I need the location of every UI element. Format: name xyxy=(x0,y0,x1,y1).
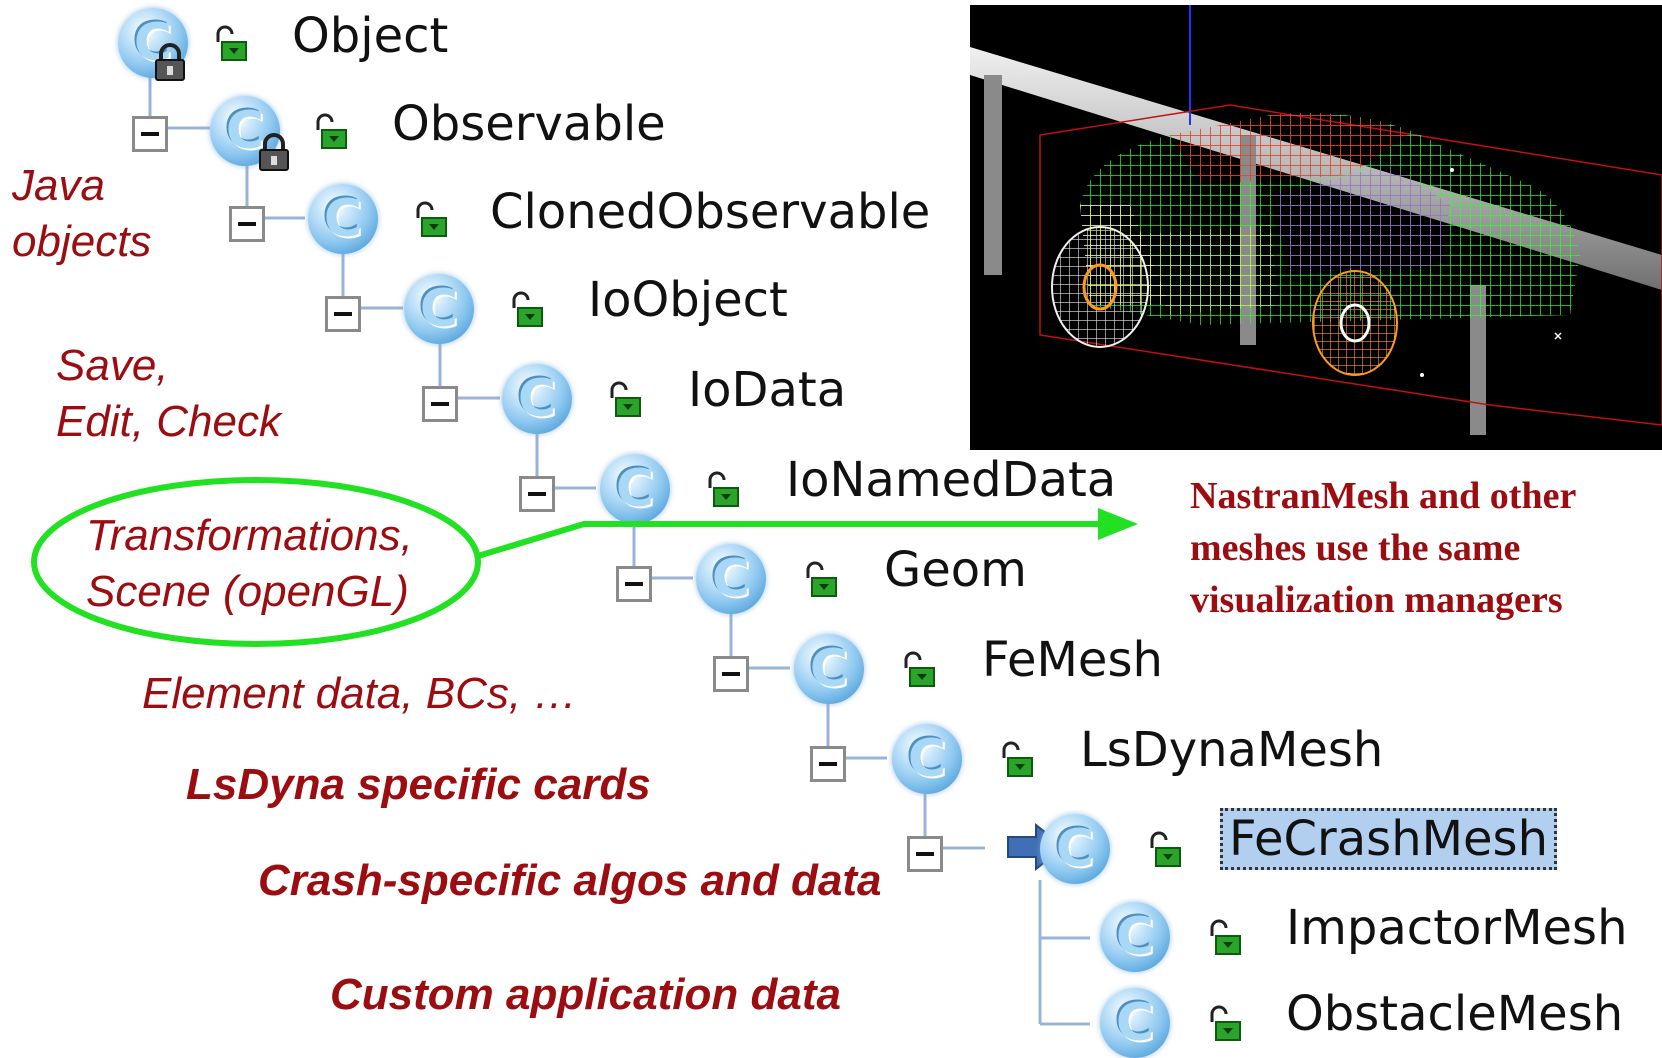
note-save-edit-check: Save, Edit, Check xyxy=(56,341,281,446)
tree-node-obstaclemesh[interactable]: ObstacleMesh xyxy=(1286,986,1624,1042)
public-access-icon xyxy=(904,651,935,687)
class-icon: C xyxy=(892,724,962,794)
collapse-toggle[interactable] xyxy=(229,206,265,242)
class-icon: C xyxy=(502,364,572,434)
tree-node-geom[interactable]: Geom xyxy=(884,542,1027,598)
collapse-toggle[interactable] xyxy=(519,476,555,512)
collapse-toggle[interactable] xyxy=(907,836,943,872)
tree-node-fecrashmesh[interactable]: FeCrashMesh xyxy=(1220,808,1557,870)
tree-node-ioobject[interactable]: IoObject xyxy=(588,272,788,328)
public-access-icon xyxy=(316,113,347,149)
public-access-icon xyxy=(216,25,247,61)
public-access-icon xyxy=(1210,919,1241,955)
public-access-icon xyxy=(1210,1005,1241,1041)
tree-node-observable[interactable]: Observable xyxy=(392,96,666,152)
collapse-toggle[interactable] xyxy=(132,116,168,152)
tree-node-object[interactable]: Object xyxy=(292,8,449,64)
public-access-icon xyxy=(1002,741,1033,777)
padlock-icon xyxy=(259,133,289,171)
public-access-icon xyxy=(610,381,641,417)
callout-nastran: NastranMesh and other meshes use the sam… xyxy=(1190,475,1577,621)
note-crash-algos: Crash-specific algos and data xyxy=(258,856,882,905)
collapse-toggle[interactable] xyxy=(810,746,846,782)
class-icon: C xyxy=(1100,902,1170,972)
class-icon: C xyxy=(118,8,188,78)
class-icon: C xyxy=(600,454,670,524)
collapse-toggle[interactable] xyxy=(325,296,361,332)
class-icon: C xyxy=(308,184,378,254)
padlock-icon xyxy=(155,43,185,81)
public-access-icon xyxy=(806,561,837,597)
collapse-toggle[interactable] xyxy=(422,386,458,422)
note-transformations: Transformations, Scene (openGL) xyxy=(86,511,413,616)
collapse-toggle[interactable] xyxy=(616,566,652,602)
tree-node-clonedobservable[interactable]: ClonedObservable xyxy=(490,184,931,240)
car-wireframe-image xyxy=(970,5,1662,435)
note-java-objects: Java objects xyxy=(12,161,152,266)
class-icon: C xyxy=(696,544,766,614)
class-icon: C xyxy=(1040,814,1110,884)
tree-node-iodata[interactable]: IoData xyxy=(688,362,847,418)
public-access-icon xyxy=(708,471,739,507)
public-access-icon xyxy=(512,291,543,327)
note-lsdyna-cards: LsDyna specific cards xyxy=(186,760,651,809)
public-access-icon xyxy=(1150,831,1181,867)
note-custom-data: Custom application data xyxy=(330,970,841,1019)
class-icon: C xyxy=(404,274,474,344)
collapse-toggle[interactable] xyxy=(713,656,749,692)
tree-node-lsdynamesh[interactable]: LsDynaMesh xyxy=(1080,722,1384,778)
class-icon: C xyxy=(1100,988,1170,1058)
tree-node-femesh[interactable]: FeMesh xyxy=(982,632,1163,688)
public-access-icon xyxy=(416,201,447,237)
tree-node-impactormesh[interactable]: ImpactorMesh xyxy=(1286,900,1628,956)
note-element-data: Element data, BCs, … xyxy=(142,669,578,718)
class-icon: C xyxy=(794,634,864,704)
car-mesh-render xyxy=(970,5,1662,450)
tree-node-ionameddata[interactable]: IoNamedData xyxy=(786,452,1117,508)
